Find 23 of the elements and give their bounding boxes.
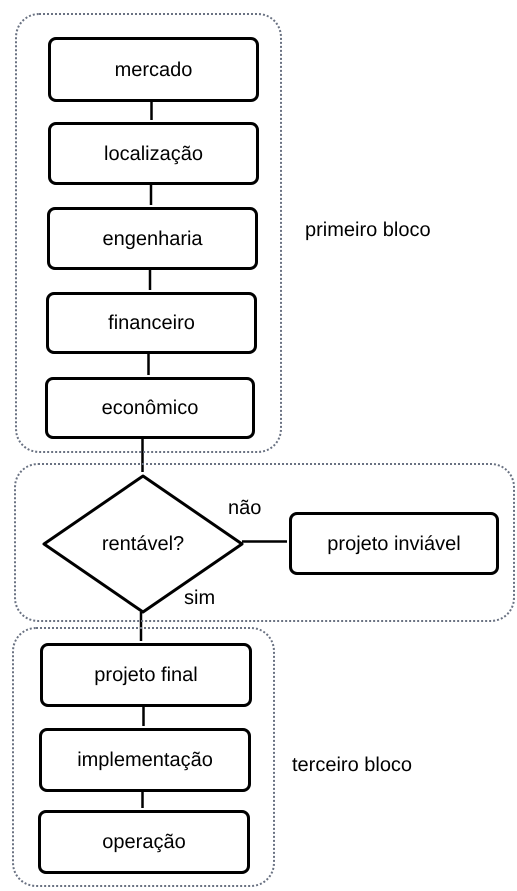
- connector-line: [141, 437, 144, 472]
- connector-line: [147, 352, 150, 375]
- dotted-group: [14, 463, 515, 622]
- dotted-group: [12, 627, 275, 887]
- process-box: localização: [48, 122, 259, 185]
- process-box: financeiro: [46, 292, 257, 354]
- process-box: engenharia: [47, 207, 258, 270]
- connector-line: [148, 268, 152, 290]
- process-box: operação: [38, 810, 250, 874]
- process-box: econômico: [45, 377, 255, 439]
- process-box: implementação: [39, 728, 251, 792]
- process-box: projeto final: [40, 643, 252, 707]
- block-label: terceiro bloco: [292, 753, 412, 778]
- connector-line: [141, 790, 144, 808]
- connector-line: [140, 612, 142, 641]
- connector-line: [242, 540, 287, 543]
- connector-line: [150, 100, 153, 120]
- process-box: projeto inviável: [289, 512, 499, 575]
- block-label: primeiro bloco: [305, 218, 431, 243]
- dotted-group: [15, 13, 282, 453]
- connector-line: [142, 705, 145, 726]
- connector-line: [150, 183, 152, 205]
- process-box: mercado: [48, 37, 259, 102]
